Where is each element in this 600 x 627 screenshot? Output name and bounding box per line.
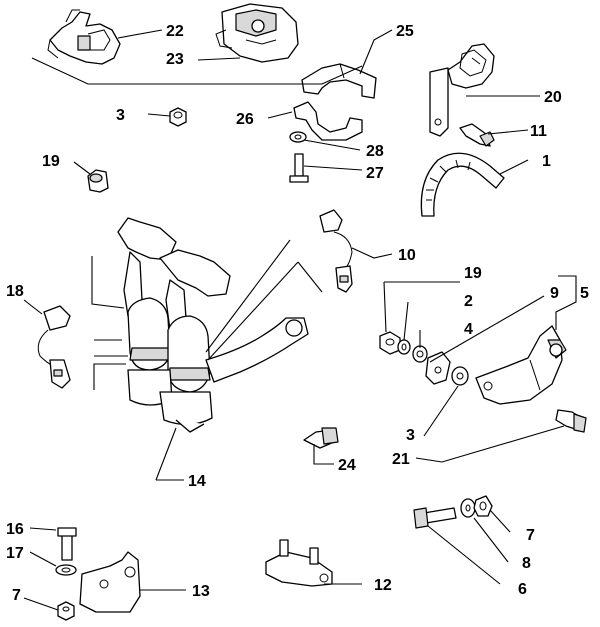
callout-1: 1 bbox=[542, 153, 551, 170]
part-10-oxygen-sensor bbox=[319, 209, 353, 293]
callout-2: 2 bbox=[464, 293, 473, 310]
callout-9: 9 bbox=[550, 285, 559, 302]
callout-3-mid: 3 bbox=[406, 427, 415, 444]
part-6-bolt bbox=[413, 507, 457, 529]
callout-11: 11 bbox=[530, 123, 547, 140]
part-14-exhaust-manifold bbox=[117, 217, 309, 433]
part-28-washer bbox=[289, 131, 307, 143]
part-21-bolt bbox=[555, 409, 587, 433]
part-23-clamp-block bbox=[215, 3, 299, 63]
part-3-washer-mid bbox=[451, 366, 469, 386]
part-2-washer bbox=[397, 339, 411, 355]
callout-7-right: 7 bbox=[526, 527, 535, 544]
callout-19-mid: 19 bbox=[464, 265, 482, 282]
part-3-bracket-piece bbox=[425, 351, 451, 385]
callout-20: 20 bbox=[544, 89, 562, 106]
callout-16: 16 bbox=[6, 521, 24, 538]
callout-13: 13 bbox=[192, 583, 210, 600]
leader-lines bbox=[23, 29, 577, 611]
part-18-oxygen-sensor bbox=[37, 305, 71, 389]
callout-6: 6 bbox=[518, 581, 527, 598]
callout-24: 24 bbox=[338, 457, 356, 474]
part-1-hose bbox=[420, 152, 505, 217]
callout-25: 25 bbox=[396, 23, 414, 40]
part-11-bolt bbox=[459, 123, 495, 147]
part-26-lower-bracket bbox=[293, 101, 363, 141]
callout-26: 26 bbox=[236, 111, 254, 128]
part-16-bolt bbox=[57, 527, 77, 561]
callout-8: 8 bbox=[522, 555, 531, 572]
callout-27: 27 bbox=[366, 165, 384, 182]
part-22-clamp bbox=[47, 9, 121, 65]
callout-19-top: 19 bbox=[42, 153, 60, 170]
part-12-stud-bracket bbox=[265, 539, 333, 587]
part-25-bracket bbox=[301, 63, 377, 99]
part-8-washer bbox=[460, 498, 476, 518]
callout-22: 22 bbox=[166, 23, 184, 40]
callout-7-left: 7 bbox=[12, 587, 21, 604]
part-13-mount-plate bbox=[79, 551, 141, 613]
callout-5: 5 bbox=[580, 285, 589, 302]
part-19-nut-mid bbox=[379, 331, 401, 355]
callout-4: 4 bbox=[464, 321, 473, 338]
part-19-bush-top bbox=[87, 169, 109, 193]
callout-14: 14 bbox=[188, 473, 206, 490]
part-7-nut-right bbox=[473, 495, 493, 517]
callout-3-top: 3 bbox=[116, 107, 125, 124]
part-24-bolt bbox=[303, 427, 339, 449]
part-20-support-bracket bbox=[429, 43, 495, 137]
part-5-engine-mount bbox=[475, 325, 567, 405]
callout-21: 21 bbox=[392, 451, 410, 468]
part-27-bolt bbox=[289, 153, 309, 183]
callout-17: 17 bbox=[6, 545, 24, 562]
callout-10: 10 bbox=[398, 247, 416, 264]
callout-18: 18 bbox=[6, 283, 24, 300]
part-4-spacer bbox=[412, 345, 428, 363]
part-17-washer bbox=[55, 564, 77, 576]
callout-12: 12 bbox=[374, 577, 392, 594]
part-7-nut-left bbox=[57, 601, 75, 621]
callout-28: 28 bbox=[366, 143, 384, 160]
callout-23: 23 bbox=[166, 51, 184, 68]
part-3-nut-top bbox=[169, 107, 187, 127]
